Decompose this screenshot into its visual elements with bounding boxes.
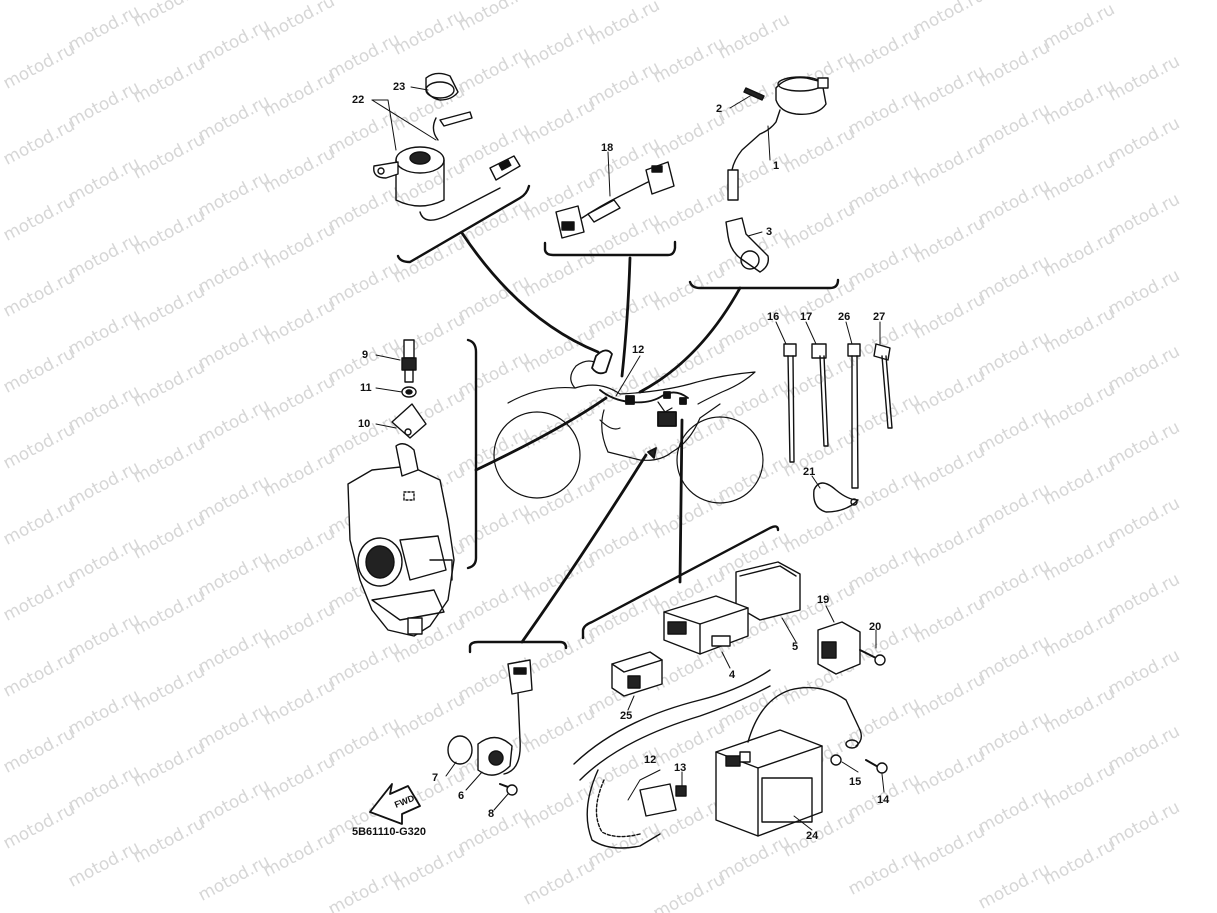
callout-4: 4 xyxy=(729,669,736,681)
callout-1: 1 xyxy=(773,160,780,172)
callout-20: 20 xyxy=(869,621,882,633)
cable-ties xyxy=(783,343,893,513)
fwd-arrow-icon xyxy=(369,783,421,825)
callout-21: 21 xyxy=(803,466,816,478)
callout-13: 13 xyxy=(674,762,687,774)
callout-18: 18 xyxy=(601,142,614,154)
callout-11: 11 xyxy=(360,382,372,394)
callout-15: 15 xyxy=(849,776,862,788)
neutral-switch-assembly xyxy=(447,659,533,796)
callout-22: 22 xyxy=(352,94,365,106)
callout-10: 10 xyxy=(358,418,371,430)
callout-26: 26 xyxy=(838,311,851,323)
callout-9: 9 xyxy=(362,349,369,361)
callout-3: 3 xyxy=(766,226,773,238)
callout-27: 27 xyxy=(873,311,886,323)
callout-17: 17 xyxy=(800,311,813,323)
callout-2: 2 xyxy=(716,103,723,115)
callout-12-harness-on-bike: 12 xyxy=(632,344,645,356)
electrical-units xyxy=(611,561,886,697)
callout-8: 8 xyxy=(488,808,495,820)
callout-19: 19 xyxy=(817,594,830,606)
spark-plug-parts xyxy=(391,339,427,439)
callout-leaders xyxy=(371,86,885,831)
group-brackets xyxy=(396,184,840,654)
connector-lead xyxy=(555,161,675,239)
wire-harness-on-frame xyxy=(591,349,689,459)
motorcycle-silhouette xyxy=(493,360,764,504)
battery-and-harness xyxy=(573,669,888,849)
diagram-code: 5B61110-G320 xyxy=(352,826,427,838)
callout-24: 24 xyxy=(806,830,819,842)
ignition-coil-assembly xyxy=(725,76,829,273)
leader-lines xyxy=(460,231,742,644)
callout-6: 6 xyxy=(458,790,465,802)
callout-25: 25 xyxy=(620,710,633,722)
callout-12-harness: 12 xyxy=(644,754,657,766)
callout-23: 23 xyxy=(393,81,406,93)
callout-5: 5 xyxy=(792,641,799,653)
main-switch-assembly xyxy=(373,72,521,221)
callout-16: 16 xyxy=(767,311,780,323)
callout-14: 14 xyxy=(877,794,890,806)
callout-7: 7 xyxy=(432,772,439,784)
carburetor xyxy=(347,443,455,637)
